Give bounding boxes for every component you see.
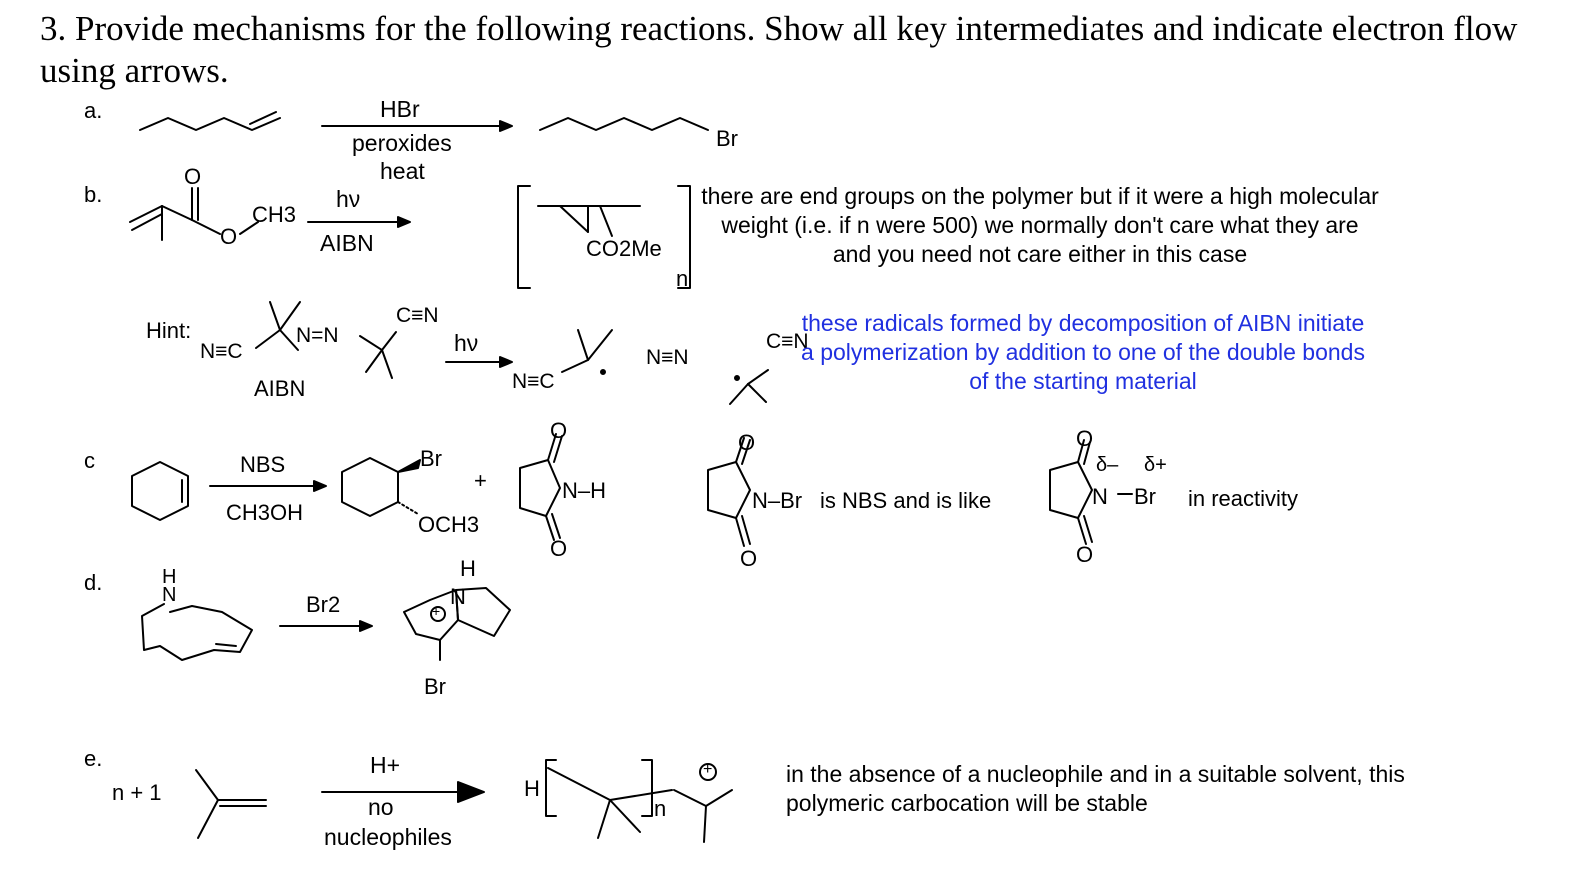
part-a-reagent-bottom-2: heat [380,158,425,184]
nbs-like-top-o: O [1076,426,1094,451]
nbs-bottom-o: O [740,546,758,571]
part-a-label: a. [84,98,103,123]
succinimide-ring [519,459,561,517]
nbs-top-o: O [738,430,756,455]
part-c-delta-plus: δ+ [1144,454,1167,476]
part-c-product-och3: OCH3 [418,512,480,537]
part-e-note: in the absence of a nucleophile and in a… [786,761,1405,816]
part-b-subscript: n [676,266,689,291]
hint-nitrile-left: N≡C [200,340,243,363]
succinimide-bottom-o: O [550,536,568,561]
part-d-charge: + [432,603,441,619]
part-c-plus: + [474,468,487,493]
azacycle [141,603,253,661]
part-d-product-h: H [460,556,476,581]
part-c-product-br: Br [420,446,442,471]
product-ring-d2 [455,587,511,637]
product-ring-c [341,457,399,517]
hint-label: Hint: [146,318,192,343]
part-b-reagent-bottom: AIBN [320,230,374,256]
hint-reagent: hν [454,330,479,356]
part-d-reagent: Br2 [306,592,341,617]
pentene-chain [139,117,281,131]
part-c-reagent-top: NBS [240,452,286,477]
part-d-label: d. [84,570,103,595]
nbs-like-ring [1049,461,1093,519]
part-a-product-br: Br [716,126,738,151]
part-b-label: b. [84,182,103,207]
part-e-product-h: H [524,776,540,801]
part-e-reagent-bottom-1: no [368,794,394,820]
part-e-coefficient: n + 1 [112,780,162,805]
bromopentane-chain [539,117,709,131]
hint-note: these radicals formed by decomposition o… [801,310,1365,394]
question-title: 3. Provide mechanisms for the following … [40,8,1540,92]
part-a-reagent-top: HBr [380,96,420,122]
part-c-nbs-like-n: N [1092,484,1108,509]
part-b-ester-o: O [220,224,238,249]
part-e-reagent-top: H+ [370,752,401,778]
part-c-succinimide-nh: N–H [562,478,607,503]
nbs-like-bottom-o: O [1076,542,1094,567]
part-c-nbs-nbr: N–Br [752,488,803,513]
part-c-nbs-text: is NBS and is like [820,488,992,513]
question-number: 3. [40,9,67,48]
part-d-product-n: N [450,584,466,609]
part-c-reactivity-text: in reactivity [1188,486,1299,511]
cyclohexene-ring [131,461,189,521]
part-c-label: c [84,448,95,473]
part-e-reagent-bottom-2: nucleophiles [324,824,452,850]
part-b-note: there are end groups on the polymer but … [701,183,1379,267]
pentene-double-bond [249,111,277,125]
part-a-reagent-bottom-1: peroxides [352,130,452,156]
hint-dinitrogen: N≡N [646,346,689,369]
part-d-reactant-h: H [162,566,177,588]
hint-nitrile-right: C≡N [396,304,439,327]
part-b-product-group: CO2Me [586,236,662,261]
part-d-reactant-n: N [162,584,177,606]
succinimide-top-o: O [550,418,568,443]
hint-radical-nitrile: N≡C [512,370,555,393]
part-e-product-n: n [654,796,667,821]
hint-azo: N=N [296,324,339,347]
nbs-ring [707,461,751,519]
part-b-ch3: CH3 [252,202,297,227]
part-e-charge: + [703,761,713,778]
part-b-carbonyl-o: O [184,164,202,189]
part-b-reagent-top: hν [336,186,361,212]
part-d-product-br: Br [424,674,446,699]
part-c-nbs-like-br: Br [1134,484,1156,509]
part-c-delta-minus: δ– [1096,454,1119,476]
part-e-label: e. [84,746,103,771]
hint-aibn-label: AIBN [254,376,306,401]
part-c-reagent-bottom: CH3OH [226,500,304,525]
question-text: Provide mechanisms for the following rea… [40,9,1518,90]
hint-radical-nitrile-2: C≡N [766,330,809,353]
